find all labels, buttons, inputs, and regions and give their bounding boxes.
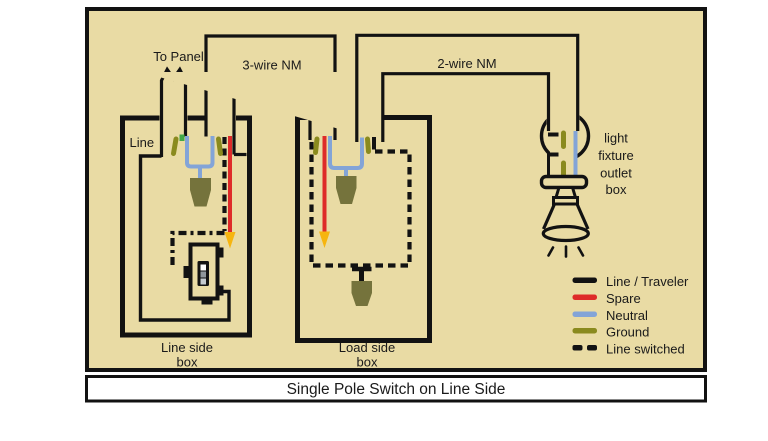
- lamp-collar: [552, 196, 579, 206]
- switched-wire-load-box-loop: [309, 139, 412, 268]
- load-side-box-label-1: Load side: [339, 340, 395, 355]
- legend-swatch-neutral: [572, 311, 597, 317]
- wire-nut-load-box: [336, 176, 357, 204]
- line-side-box-label-1: Line side: [161, 340, 213, 355]
- light-rays: [547, 245, 585, 258]
- switch-tab-left: [183, 266, 191, 278]
- legend-label-ground: Ground: [606, 325, 649, 340]
- three-wire-cable-fill: [204, 34, 337, 142]
- switch-tab-bottom: [201, 298, 213, 305]
- legend-swatch-line: [572, 277, 597, 283]
- line-side-box-label-2: box: [177, 355, 198, 370]
- outlet-box-cable-gap: [550, 148, 576, 163]
- switch-toggle-segment-2: [200, 271, 206, 278]
- wire-nut-line-box: [190, 178, 211, 207]
- to-panel-label: To Panel: [153, 49, 204, 64]
- legend-swatch-switched-dash-1: [572, 345, 583, 351]
- lamp-shade-left: [542, 203, 556, 230]
- light-fixture: [539, 174, 590, 258]
- lamp-shade-right: [575, 203, 590, 230]
- switch-tab-right-top: [217, 247, 224, 258]
- switched-line-wires: [170, 137, 412, 281]
- diagram-title: Single Pole Switch on Line Side: [287, 381, 506, 398]
- fixture-label-line-1: light: [604, 131, 628, 146]
- fixture-cable-clamps: [547, 132, 559, 176]
- fixture-label-line-4: box: [606, 182, 627, 197]
- spare-cap-arrow-line-box: [224, 232, 236, 249]
- two-wire-label: 2-wire NM: [437, 56, 496, 71]
- ground-wires: [171, 130, 566, 178]
- wire-nuts: [190, 176, 372, 306]
- ground-stub-2: [216, 136, 223, 156]
- legend: Line / Traveler Spare Neutral Ground Lin…: [572, 274, 689, 357]
- switch-toggle-segment-3: [200, 278, 206, 285]
- legend-label-neutral: Neutral: [606, 308, 648, 323]
- switch: [183, 242, 224, 305]
- line-side-box-inner-wire: [138, 154, 231, 322]
- spare-cap-arrow-load-box: [319, 231, 330, 248]
- line-label: Line: [130, 135, 155, 150]
- lamp-shade-rim: [541, 224, 590, 243]
- two-wire-cable-upper-outline: [355, 33, 580, 142]
- fixture-label: light fixture outlet box: [598, 131, 633, 198]
- fixture-label-line-3: outlet: [600, 166, 632, 181]
- legend-swatch-ground: [572, 328, 597, 334]
- three-wire-label: 3-wire NM: [242, 58, 301, 73]
- ground-stub-3: [313, 136, 320, 155]
- switch-toggle-segment-1: [200, 264, 206, 271]
- ground-screw-mark: [179, 134, 185, 141]
- switched-wire-to-switch: [170, 230, 225, 267]
- light-ray-left: [547, 246, 555, 257]
- lamp-canopy: [539, 174, 589, 190]
- legend-label-spare: Spare: [606, 291, 641, 306]
- switch-tab-right-bottom: [217, 285, 224, 296]
- wire-nut-load-tail: [351, 281, 372, 306]
- fixture-label-line-2: fixture: [598, 148, 633, 163]
- ground-stub-4: [365, 136, 371, 154]
- ground-stub-1: [171, 136, 179, 156]
- legend-label-switched: Line switched: [606, 342, 685, 357]
- title-bar: [85, 375, 707, 403]
- two-wire-cable-fill2: [355, 33, 580, 142]
- to-panel-cable-fill: [159, 67, 188, 142]
- legend-swatch-switched-dash-2: [587, 345, 597, 351]
- two-wire-cable-lower-outline: [381, 72, 551, 142]
- neutral-wires: [185, 131, 578, 180]
- legend-label-line: Line / Traveler: [606, 274, 689, 289]
- legend-swatch-spare: [572, 294, 597, 300]
- load-side-box-label-2: box: [357, 355, 378, 370]
- light-ray-right: [577, 246, 585, 257]
- spare-wires: [224, 136, 330, 249]
